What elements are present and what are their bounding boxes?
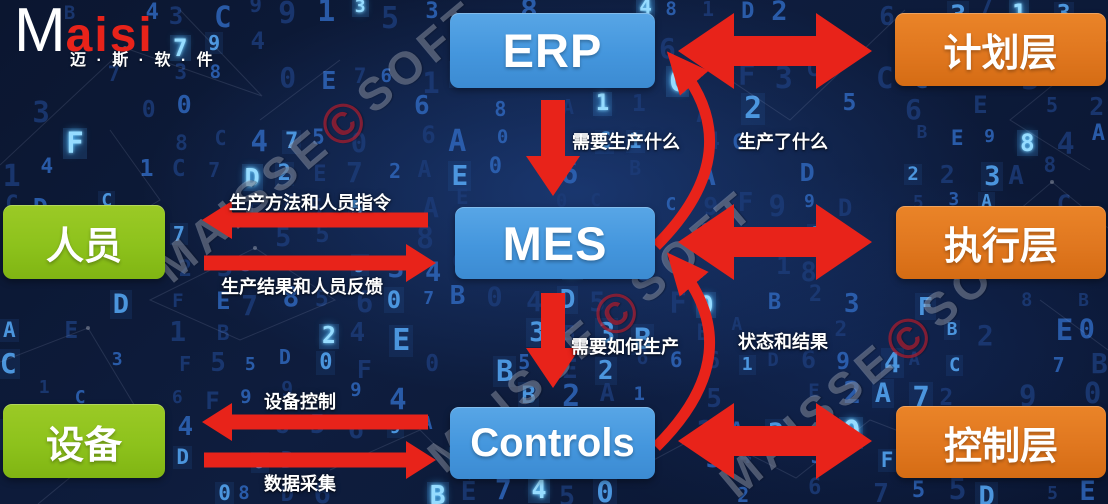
label-personnel-to-mes: 生产结果和人员反馈	[221, 277, 383, 297]
node-controls: Controls	[450, 407, 655, 479]
arrow-mes-to-erp-curve	[652, 51, 716, 250]
node-planning-layer: 计划层	[895, 13, 1106, 86]
node-equipment: 设备	[3, 404, 165, 478]
arrow-personnel-to-mes-right	[204, 244, 436, 282]
node-mes: MES	[455, 207, 655, 279]
label-controls-to-mes: 状态和结果	[738, 332, 828, 352]
arrow-erp-to-mes-down	[526, 100, 580, 196]
label-controls-to-equipment: 设备控制	[264, 392, 336, 412]
node-control-layer: 控制层	[896, 406, 1106, 478]
arrow-erp-planning-bidirectional	[678, 13, 872, 89]
brand-subtitle: 迈 · 斯 · 软 · 件	[70, 52, 216, 69]
brand-name-rest: aisi	[65, 9, 154, 62]
brand-logo: Maisi 迈 · 斯 · 软 · 件	[14, 0, 216, 70]
label-equipment-to-controls: 数据采集	[264, 474, 336, 494]
arrow-mes-execution-bidirectional	[678, 204, 872, 280]
label-mes-to-personnel: 生产方法和人员指令	[229, 193, 391, 213]
arrow-controls-controllayer-bidirectional	[678, 403, 872, 479]
arrow-equipment-to-controls-right	[204, 441, 436, 479]
arrow-mes-to-controls-down	[526, 293, 580, 388]
node-erp: ERP	[450, 13, 655, 88]
label-mes-to-erp: 生产了什么	[738, 132, 828, 152]
label-mes-to-controls: 需要如何生产	[571, 337, 679, 357]
label-erp-to-mes: 需要生产什么	[572, 132, 680, 152]
node-personnel: 人员	[3, 205, 165, 279]
brand-initial: M	[14, 0, 66, 65]
node-execution-layer: 执行层	[896, 206, 1106, 279]
arrow-mes-to-personnel-left	[202, 201, 428, 239]
brand-wordmark: Maisi	[14, 0, 216, 62]
arrow-controls-to-equipment-left	[202, 403, 428, 441]
arrow-controls-to-mes-curve	[652, 252, 716, 451]
